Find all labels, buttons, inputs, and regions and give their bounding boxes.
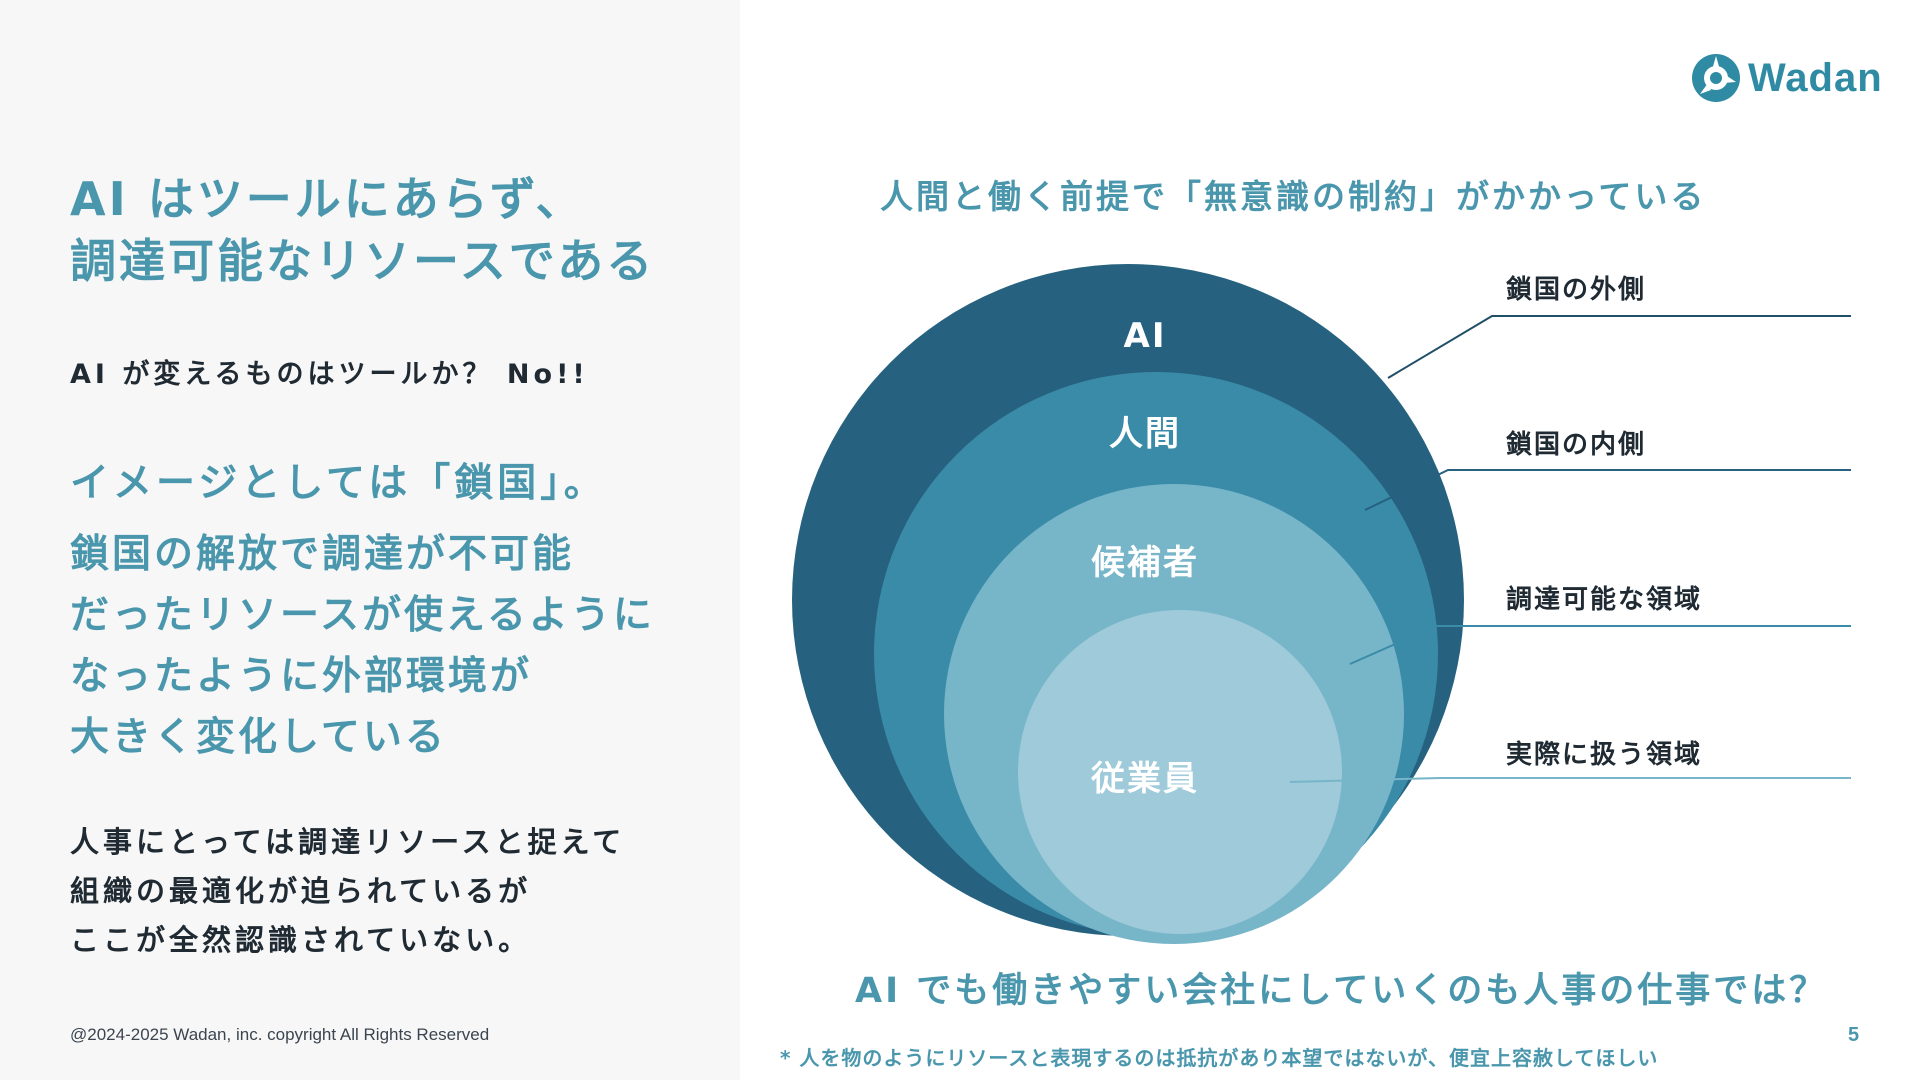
headline-line-1: AI はツールにあらず、 — [70, 172, 585, 226]
circle-label-human: 人間 — [1109, 414, 1181, 454]
wadan-logo-icon — [1692, 54, 1740, 102]
headline-line-2: 調達可能なリソースである — [70, 234, 656, 288]
circle-label-employee: 従業員 — [1090, 759, 1199, 799]
callout-line-outside — [1387, 315, 1851, 379]
callout-line-actual — [1289, 777, 1851, 783]
hr-note-line-3: ここが全然認識されていない。 — [70, 923, 532, 957]
hr-note: 人事にとっては調達リソースと捉えて 組織の最適化が迫られているが ここが全然認識… — [70, 818, 625, 965]
nested-circles-diagram: AI 人間 候補者 従業員 鎖国の外側 鎖国の内側 調達可能な領域 実際に扱う領… — [792, 264, 1851, 944]
callout-actual: 実際に扱う領域 — [1506, 739, 1702, 770]
callout-line-inside — [1364, 469, 1851, 511]
circle-employee — [1018, 610, 1342, 934]
question-text: AI が変えるものはツールか？ No!! — [70, 359, 589, 390]
left-panel — [0, 0, 740, 1080]
callout-inside: 鎖国の内側 — [1506, 429, 1646, 460]
hr-note-line-2: 組織の最適化が迫られているが — [70, 874, 532, 908]
callout-outside: 鎖国の外側 — [1506, 274, 1646, 305]
circle-label-candidate: 候補者 — [1091, 543, 1199, 583]
brand-logo: Wadan — [1690, 50, 1883, 106]
hr-note-line-1: 人事にとっては調達リソースと捉えて — [70, 825, 626, 859]
callout-line-procurable — [1349, 625, 1851, 665]
headline: AI はツールにあらず、 調達可能なリソースである — [70, 168, 655, 292]
callout-procurable: 調達可能な領域 — [1506, 584, 1702, 615]
diagram-title: 人間と働く前提で「無意識の制約」がかかっている — [880, 177, 1707, 216]
image-line: イメージとしては「鎖国」。 — [70, 461, 607, 506]
explanation-line-3: なったように外部環境が — [70, 654, 533, 699]
circle-label-ai: AI — [1124, 316, 1167, 356]
copyright: @2024-2025 Wadan, inc. copyright All Rig… — [70, 1025, 490, 1044]
page-number: 5 — [1848, 1024, 1860, 1046]
footnote: * 人を物のようにリソースと表現するのは抵抗があり本望ではないが、便宜上容赦して… — [780, 1046, 1659, 1070]
explanation-line-2: だったリソースが使えるように — [70, 593, 655, 638]
bottom-question: AI でも働きやすい会社にしていくのも人事の仕事では？ — [855, 971, 1828, 1011]
explanation-line-4: 大きく変化している — [70, 715, 447, 760]
explanation-line-1: 鎖国の解放で調達が不可能 — [70, 532, 575, 577]
explanation-text: 鎖国の解放で調達が不可能 だったリソースが使えるように なったように外部環境が … — [70, 524, 655, 768]
logo-wordmark: Wadan — [1748, 55, 1883, 100]
